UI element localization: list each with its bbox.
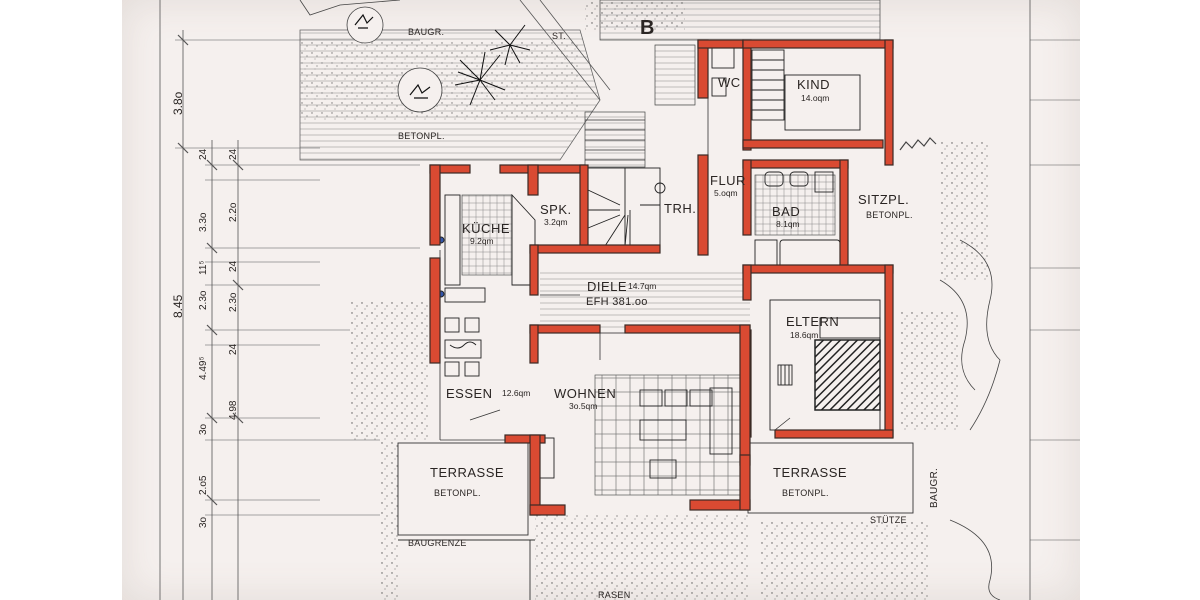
room-kind-name: KIND	[797, 77, 831, 92]
garden-top	[299, 0, 611, 161]
dim-sub-3: 24	[228, 260, 239, 272]
dim-inner-5: 4.49⁵	[198, 356, 209, 380]
room-bad-name: BAD	[772, 204, 801, 219]
trees-right	[899, 137, 1001, 600]
dim-inner-2: 3.3o	[198, 212, 209, 232]
room-wohnen-name: WOHNEN	[554, 386, 617, 401]
room-essen-area: 12.6qm	[502, 388, 531, 398]
room-flur-name: FLUR	[710, 173, 746, 188]
room-bad-area: 8.1qm	[776, 219, 800, 229]
dim-sub-8: 3o	[198, 516, 209, 528]
room-flur-area: 5.oqm	[714, 188, 738, 198]
kind-details	[711, 47, 861, 131]
terrasse-left-name: TERRASSE	[430, 465, 505, 480]
room-wohnen-area: 3o.5qm	[569, 401, 598, 411]
dining-furniture	[444, 317, 482, 377]
room-diele-level: EFH 381.oo	[586, 296, 648, 308]
dim-inner-3: 11⁵	[198, 260, 209, 275]
living-furniture	[539, 387, 733, 479]
room-wc-name: WC	[718, 75, 741, 90]
room-spk-area: 3.2qm	[544, 217, 568, 227]
terraces	[380, 440, 930, 600]
room-sitzpl-sub: BETONPL.	[866, 210, 913, 220]
dim-sub-2: 2.2o	[228, 202, 239, 222]
baugr-top-label: BAUGR.	[408, 27, 445, 37]
staircase	[587, 167, 666, 247]
room-sitzpl-name: SITZPL.	[858, 192, 910, 207]
dim-sub-6: 4.98	[228, 400, 239, 420]
st-label: ST.	[552, 31, 566, 41]
room-eltern-name: ELTERN	[786, 314, 840, 329]
terrasse-right-name: TERRASSE	[773, 465, 848, 480]
dim-sub-1: 24	[228, 148, 239, 160]
floors	[461, 174, 881, 496]
room-kind-area: 14.oqm	[801, 93, 830, 103]
room-eltern-area: 18.6qm	[790, 330, 819, 340]
betonpl-top-label: BETONPL.	[398, 131, 445, 141]
room-spk-name: SPK.	[540, 202, 572, 217]
dim-sub-7: 2.o5	[198, 475, 209, 495]
dim-inner-4: 2.3o	[198, 290, 209, 310]
walls	[429, 39, 894, 516]
dim-outer-top: 3.8o	[171, 91, 185, 115]
dim-sub-4: 2.3o	[228, 292, 239, 312]
dim-inner-1: 24	[198, 148, 209, 160]
room-kuche-area: 9.2qm	[470, 236, 494, 246]
baugrenze-label: BAUGRENZE	[408, 538, 467, 548]
dimension-lines	[159, 0, 1080, 600]
interior-lines	[439, 98, 791, 441]
dim-sub-5: 24	[228, 343, 239, 355]
terrasse-left-sub: BETONPL.	[434, 488, 481, 498]
section-marker: B	[640, 17, 655, 39]
rasen-label: RASEN	[598, 590, 631, 600]
room-diele-area: 14.7qm	[628, 281, 657, 291]
stutze-label: STÜTZE	[870, 515, 907, 525]
ground-stipple	[350, 0, 990, 440]
dim-outer-total: 8.45	[171, 294, 185, 318]
room-essen-name: ESSEN	[446, 386, 493, 401]
terrasse-right-sub: BETONPL.	[782, 488, 829, 498]
room-trh-name: TRH.	[664, 201, 697, 216]
baugr-right-label: BAUGR.	[929, 467, 940, 508]
dim-inner-6: 3o	[198, 423, 209, 435]
room-kuche-name: KÜCHE	[462, 221, 511, 236]
room-diele-name: DIELE	[587, 279, 628, 294]
